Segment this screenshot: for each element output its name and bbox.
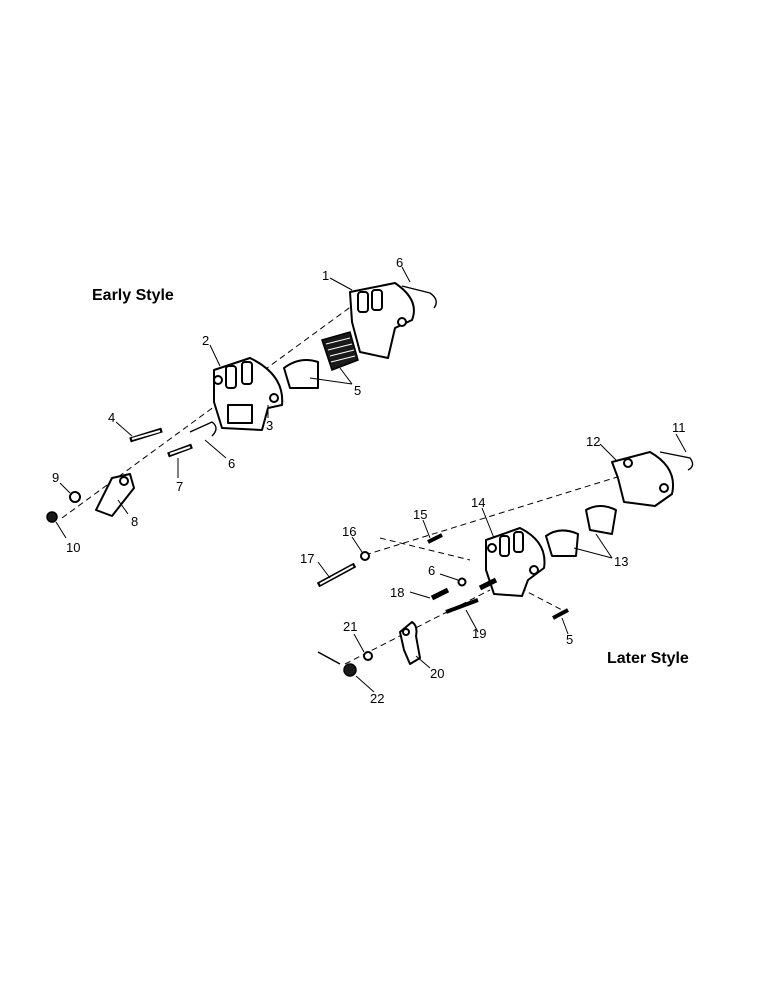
later-axis-line	[364, 469, 641, 556]
part-15-pin	[427, 533, 443, 544]
part-5-cotter-pin	[552, 608, 569, 620]
callout-21: 21	[343, 619, 357, 634]
callout-1: 1	[322, 268, 329, 283]
part-13-brake-pad-upper	[585, 505, 617, 535]
part-2-caliper-body	[213, 357, 284, 431]
callout-13: 13	[614, 554, 628, 569]
later-style-assembly	[316, 451, 694, 677]
part-10-nut	[46, 511, 58, 523]
callout-7: 7	[176, 479, 183, 494]
heading-early-style: Early Style	[92, 287, 174, 304]
callout-15: 15	[413, 507, 427, 522]
early-leader-lines	[55, 266, 411, 539]
callout-14: 14	[471, 495, 485, 510]
callout-20: 20	[430, 666, 444, 681]
part-5-brake-pad-lower	[283, 359, 319, 389]
part-13-brake-pad-lower	[545, 529, 579, 557]
part-19-pin	[445, 598, 479, 614]
callout-4: 4	[108, 410, 115, 425]
part-20-lever-arm	[399, 621, 421, 665]
part-6-spring-clip-lower	[189, 421, 217, 437]
callout-19: 19	[472, 626, 486, 641]
part-18-screw	[430, 587, 450, 601]
callout-8: 8	[131, 514, 138, 529]
early-style-assembly	[46, 282, 437, 523]
callout-11: 11	[672, 420, 686, 435]
callout-6-later: 6	[428, 563, 435, 578]
early-axis-line	[61, 299, 361, 519]
part-22-spring-wire	[317, 651, 341, 665]
part-11-spring-clip	[659, 451, 694, 471]
callout-17: 17	[300, 551, 314, 566]
part-6-spring-clip-upper	[401, 285, 437, 309]
callout-10: 10	[66, 540, 80, 555]
later-axis-line-pin	[519, 587, 563, 611]
callout-12: 12	[586, 434, 600, 449]
callout-5-early: 5	[354, 383, 361, 398]
part-17-bolt	[316, 562, 357, 588]
later-axis-line-lower	[344, 589, 491, 665]
part-16-washer	[360, 551, 370, 561]
callout-18: 18	[390, 585, 404, 600]
callout-9: 9	[52, 470, 59, 485]
callout-2: 2	[202, 333, 209, 348]
callout-16: 16	[342, 524, 356, 539]
callout-6-upper: 6	[396, 255, 403, 270]
later-axis-line-bolt	[379, 537, 471, 561]
part-7-pin	[167, 443, 193, 458]
later-leader-lines	[317, 433, 687, 693]
callout-6-lower: 6	[228, 456, 235, 471]
part-5-brake-pad-upper	[321, 331, 359, 371]
part-4-bolt	[129, 427, 163, 443]
part-18-screw-thread	[478, 577, 498, 591]
callout-3: 3	[266, 418, 273, 433]
heading-later-style: Later Style	[607, 650, 689, 667]
part-12-caliper-housing	[611, 451, 674, 507]
callout-22: 22	[370, 691, 384, 706]
part-9-washer	[69, 491, 81, 503]
part-22-nut	[343, 663, 357, 677]
part-6-washer	[457, 577, 467, 587]
part-1-caliper-housing	[349, 282, 415, 359]
lever-hole	[119, 476, 129, 486]
part-14-caliper-body	[485, 527, 546, 597]
callout-5-later: 5	[566, 632, 573, 647]
part-21-washer	[363, 651, 373, 661]
